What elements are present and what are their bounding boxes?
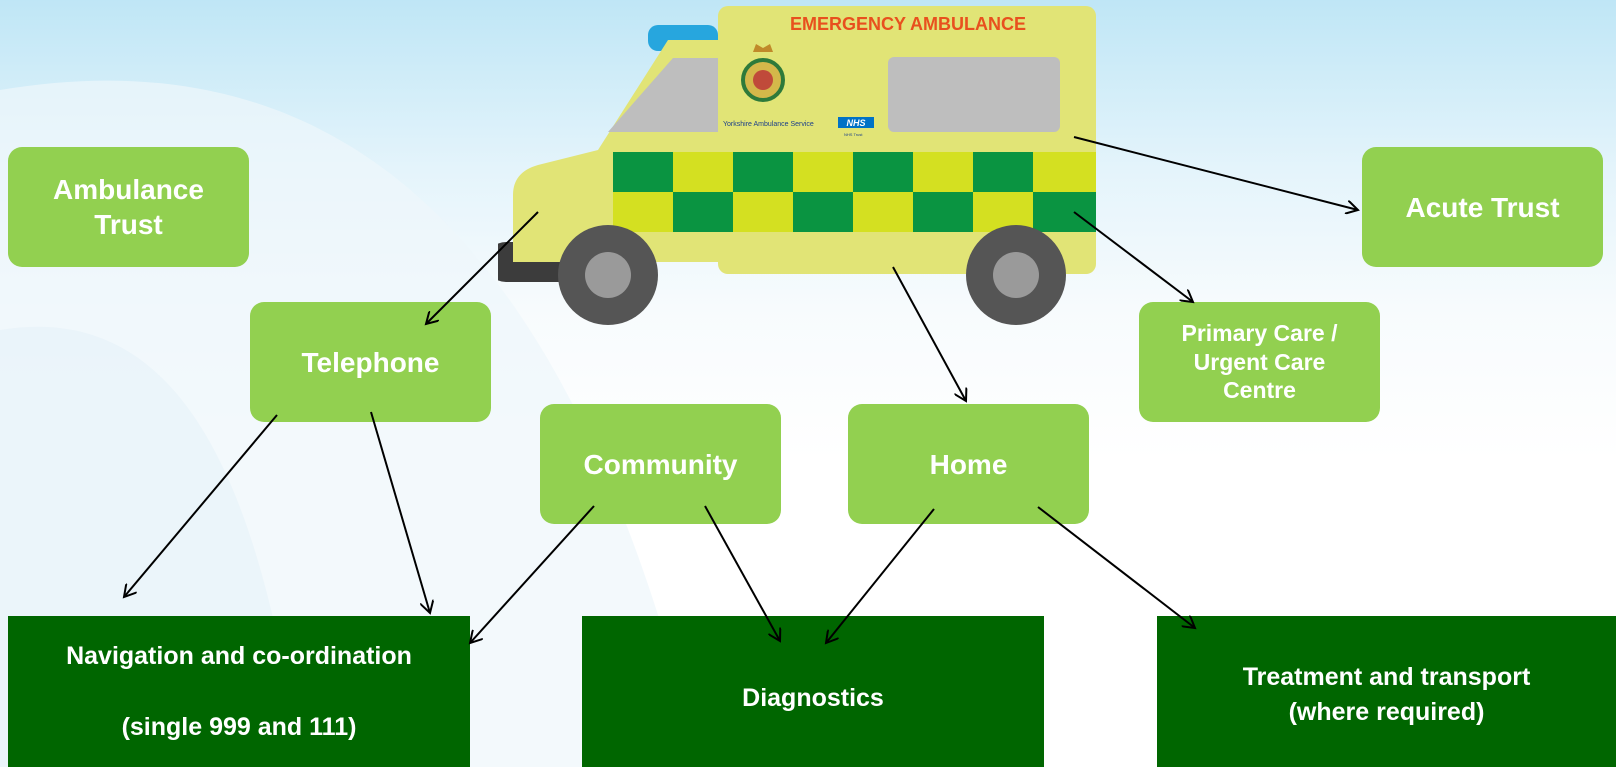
outcome-treatment-line2: (where required) bbox=[1288, 697, 1485, 726]
battenburg-pattern bbox=[613, 152, 1096, 232]
node-primary-care-label: Primary Care / Urgent Care Centre bbox=[1181, 319, 1338, 404]
outcome-diagnostics: Diagnostics bbox=[582, 616, 1044, 767]
node-ambulance-trust: Ambulance Trust bbox=[8, 147, 249, 267]
outcome-treatment-line1: Treatment and transport bbox=[1242, 662, 1531, 691]
node-acute-trust-label: Acute Trust bbox=[1405, 191, 1560, 223]
service-name: Yorkshire Ambulance Service bbox=[723, 121, 814, 128]
outcome-navigation: Navigation and co-ordination (single 999… bbox=[8, 616, 470, 767]
node-community-label: Community bbox=[583, 448, 738, 480]
front-wheel bbox=[558, 225, 658, 325]
node-acute-trust: Acute Trust bbox=[1362, 147, 1603, 267]
node-community: Community bbox=[540, 404, 781, 524]
trust-label: NHS Trust bbox=[844, 132, 863, 137]
outcome-treatment: Treatment and transport (where required) bbox=[1157, 616, 1616, 767]
outcome-navigation-line1: Navigation and co-ordination bbox=[66, 641, 412, 670]
node-telephone: Telephone bbox=[250, 302, 491, 422]
rear-wheel bbox=[966, 225, 1066, 325]
ambulance-banner: EMERGENCY AMBULANCE bbox=[790, 14, 1026, 34]
ambulance-illustration: EMERGENCY AMBULANCE Yorkshire Ambulance … bbox=[498, 6, 1096, 325]
nhs-logo-box bbox=[838, 117, 874, 128]
node-home-label: Home bbox=[929, 448, 1008, 480]
outcome-diagnostics-label: Diagnostics bbox=[742, 684, 884, 712]
outcome-navigation-line2: (single 999 and 111) bbox=[121, 712, 357, 741]
node-primary-care: Primary Care / Urgent Care Centre bbox=[1139, 302, 1380, 422]
node-ambulance-trust-label: Ambulance Trust bbox=[53, 174, 204, 240]
node-telephone-label: Telephone bbox=[301, 346, 440, 378]
crest-icon bbox=[741, 44, 785, 102]
nhs-logo: NHS bbox=[846, 118, 865, 128]
node-home: Home bbox=[848, 404, 1089, 524]
